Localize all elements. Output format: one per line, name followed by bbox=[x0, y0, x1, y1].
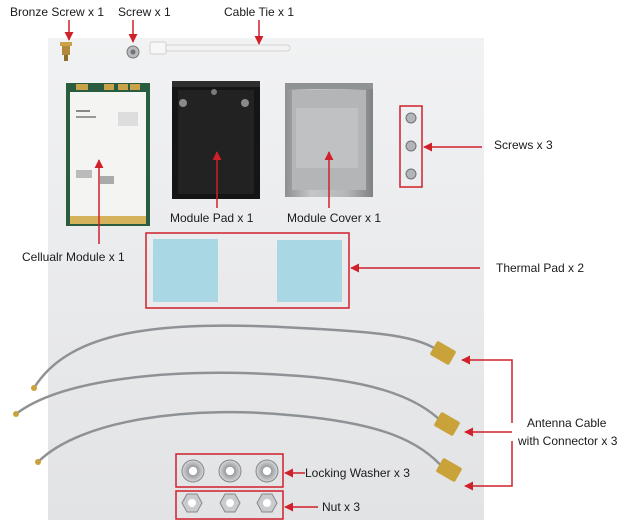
callout-arrows bbox=[64, 20, 513, 512]
label-locking-washer: Locking Washer x 3 bbox=[305, 466, 410, 480]
screws-icon bbox=[405, 112, 417, 180]
label-cellular-module: Cellualr Module x 1 bbox=[22, 250, 125, 264]
antenna-cable-icon bbox=[14, 324, 447, 472]
antenna-connectors bbox=[13, 341, 462, 482]
label-antenna-cable: Antenna Cable bbox=[527, 416, 607, 430]
screw-icon bbox=[126, 45, 140, 59]
label-cable-tie: Cable Tie x 1 bbox=[224, 5, 295, 19]
cellular-module-icon bbox=[66, 83, 150, 226]
label-antenna-connector: with Connector x 3 bbox=[518, 434, 618, 448]
label-screw: Screw x 1 bbox=[118, 5, 171, 19]
label-bronze-screw: Bronze Screw x 1 bbox=[10, 5, 105, 19]
label-nut: Nut x 3 bbox=[322, 500, 361, 514]
label-module-pad: Module Pad x 1 bbox=[170, 211, 254, 225]
bronze-screw-icon bbox=[60, 42, 72, 61]
label-module-cover: Module Cover x 1 bbox=[287, 211, 382, 225]
label-thermal-pad: Thermal Pad x 2 bbox=[496, 261, 585, 275]
thermal-pad-icon bbox=[153, 239, 342, 302]
cable-tie-icon bbox=[149, 41, 291, 55]
label-screws: Screws x 3 bbox=[494, 138, 553, 152]
locking-washer-icon bbox=[181, 459, 279, 483]
module-pad-icon bbox=[172, 81, 260, 199]
nut-icon bbox=[181, 493, 278, 513]
